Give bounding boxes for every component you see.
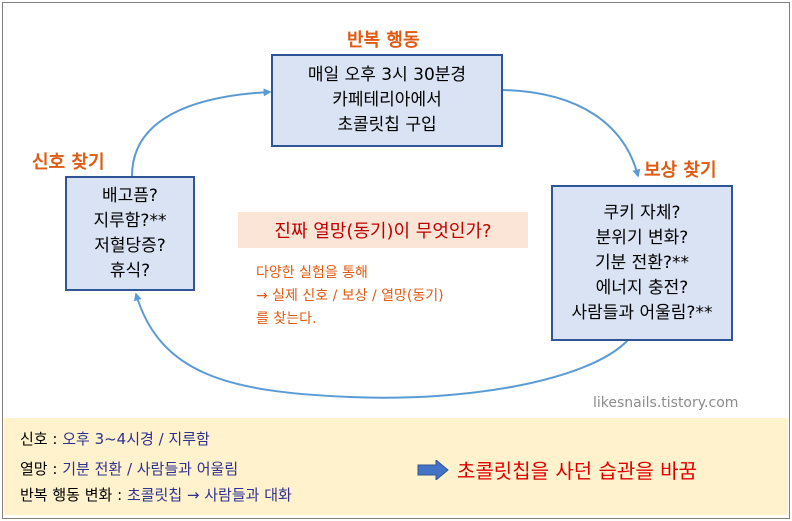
central-question: 진짜 열망(동기)이 무엇인가?	[238, 212, 528, 248]
routine-line: 매일 오후 3시 30분경	[307, 65, 467, 85]
arrow-routine-to-reward	[502, 89, 641, 178]
note-line: 다양한 실험을 통해	[256, 265, 368, 281]
reward-line: 쿠키 자체?	[603, 202, 681, 223]
reward-line: 기분 전환?**	[595, 252, 689, 273]
routine-box: 매일 오후 3시 30분경 카페테리아에서 초콜릿칩 구입	[271, 54, 503, 147]
cue-header: 신호 찾기	[32, 152, 105, 173]
summary-value: 오후 3~4시경 / 지루함	[62, 430, 210, 448]
summary-label: 신호 :	[20, 430, 63, 448]
summary-label: 반복 행동 변화 :	[20, 486, 127, 504]
summary-panel: 신호 : 오후 3~4시경 / 지루함 열망 : 기분 전환 / 사람들과 어울…	[4, 418, 788, 515]
routine-line: 카페테리아에서	[332, 90, 442, 110]
reward-line: 에너지 충전?	[595, 277, 689, 298]
summary-label: 열망 :	[20, 460, 63, 478]
conclusion: 초콜릿칩을 사던 습관을 바꿈	[417, 455, 697, 484]
right-arrow-icon	[417, 459, 449, 480]
reward-box: 쿠키 자체? 분위기 변화? 기분 전환?** 에너지 충전? 사람들과 어울림…	[551, 185, 733, 341]
reward-line: 분위기 변화?	[595, 227, 689, 248]
summary-value: 초콜릿칩 → 사람들과 대화	[126, 486, 292, 504]
conclusion-text: 초콜릿칩을 사던 습관을 바꿈	[457, 459, 697, 483]
summary-row-cue: 신호 : 오후 3~4시경 / 지루함	[20, 428, 210, 449]
cue-line: 저혈당증?	[94, 235, 166, 256]
cue-line: 지루함?**	[93, 210, 167, 231]
arrow-cue-to-routine	[131, 88, 272, 177]
reward-line: 사람들과 어울림?**	[571, 302, 713, 323]
cue-line: 휴식?	[109, 260, 151, 281]
routine-header: 반복 행동	[347, 30, 420, 51]
watermark: likesnails.tistory.com	[593, 395, 739, 411]
routine-line: 초콜릿칩 구입	[337, 115, 437, 135]
summary-row-craving: 열망 : 기분 전환 / 사람들과 어울림	[20, 458, 238, 479]
cue-box: 배고픔? 지루함?** 저혈당증? 휴식?	[65, 176, 195, 291]
summary-row-routine: 반복 행동 변화 : 초콜릿칩 → 사람들과 대화	[20, 484, 292, 505]
arrow-reward-to-cue	[133, 292, 629, 399]
summary-value: 기분 전환 / 사람들과 어울림	[62, 460, 239, 478]
reward-header: 보상 찾기	[644, 160, 717, 181]
experiment-note: 다양한 실험을 통해 → 실제 신호 / 보상 / 열망(동기) 를 찾는다.	[256, 262, 444, 331]
note-line: → 실제 신호 / 보상 / 열망(동기)	[256, 288, 444, 304]
note-line: 를 찾는다.	[256, 311, 317, 327]
cue-line: 배고픔?	[102, 185, 158, 206]
